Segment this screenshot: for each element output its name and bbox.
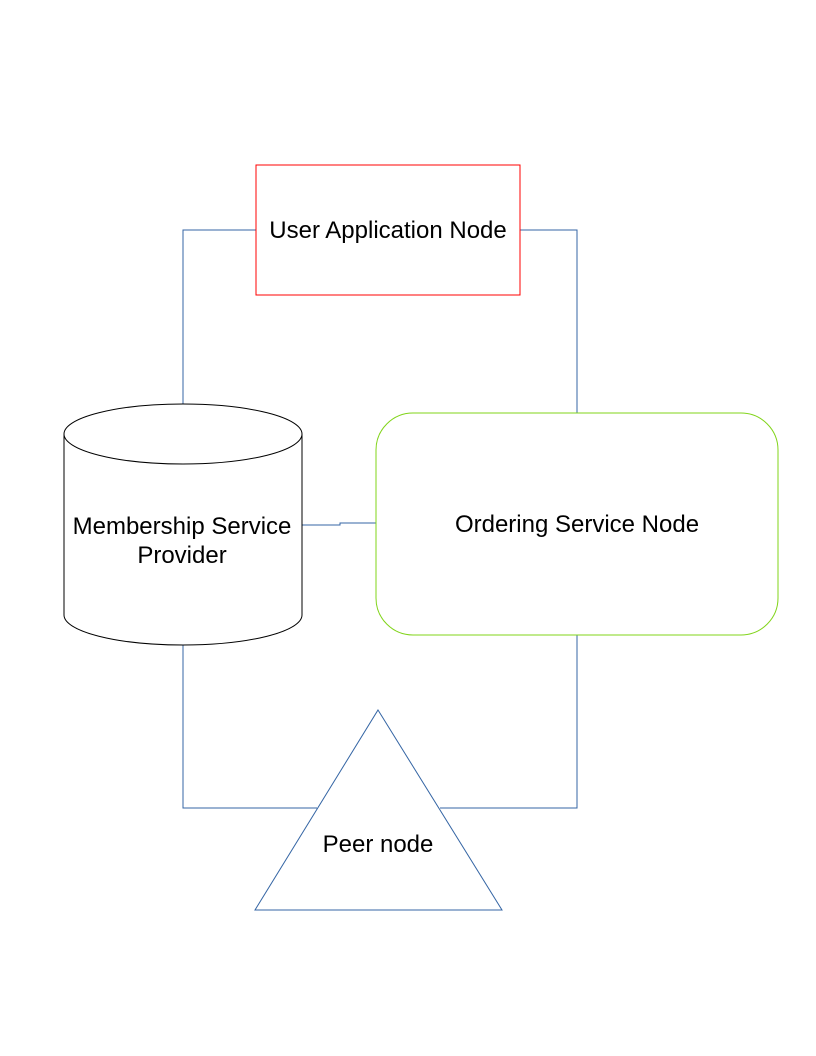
edge-ordering-to-peer (440, 635, 578, 809)
ordering-service-node-label: Ordering Service Node (455, 511, 699, 538)
msp-cylinder-top (63, 403, 303, 465)
edge-user-app-to-msp (182, 229, 256, 404)
edge-msp-to-ordering (302, 522, 376, 526)
edge-msp-to-peer (182, 645, 317, 809)
ordering-service-node[interactable]: Ordering Service Node (375, 412, 779, 636)
msp-label-line-1: Membership Service (73, 513, 292, 540)
user-application-node-box (255, 164, 521, 296)
peer-node[interactable]: Peer node (254, 709, 503, 911)
msp-label-line-2: Provider (137, 542, 226, 569)
ordering-service-node-box (375, 412, 779, 636)
connectors (182, 229, 578, 809)
user-application-node[interactable]: User Application Node (255, 164, 521, 296)
edge-user-app-to-ordering (520, 229, 578, 413)
user-application-node-label: User Application Node (269, 217, 506, 244)
peer-node-label: Peer node (323, 831, 434, 858)
msp-cylinder-body (63, 434, 303, 646)
peer-node-triangle (254, 709, 503, 911)
membership-service-provider-node[interactable]: Membership Service Provider (63, 403, 303, 646)
